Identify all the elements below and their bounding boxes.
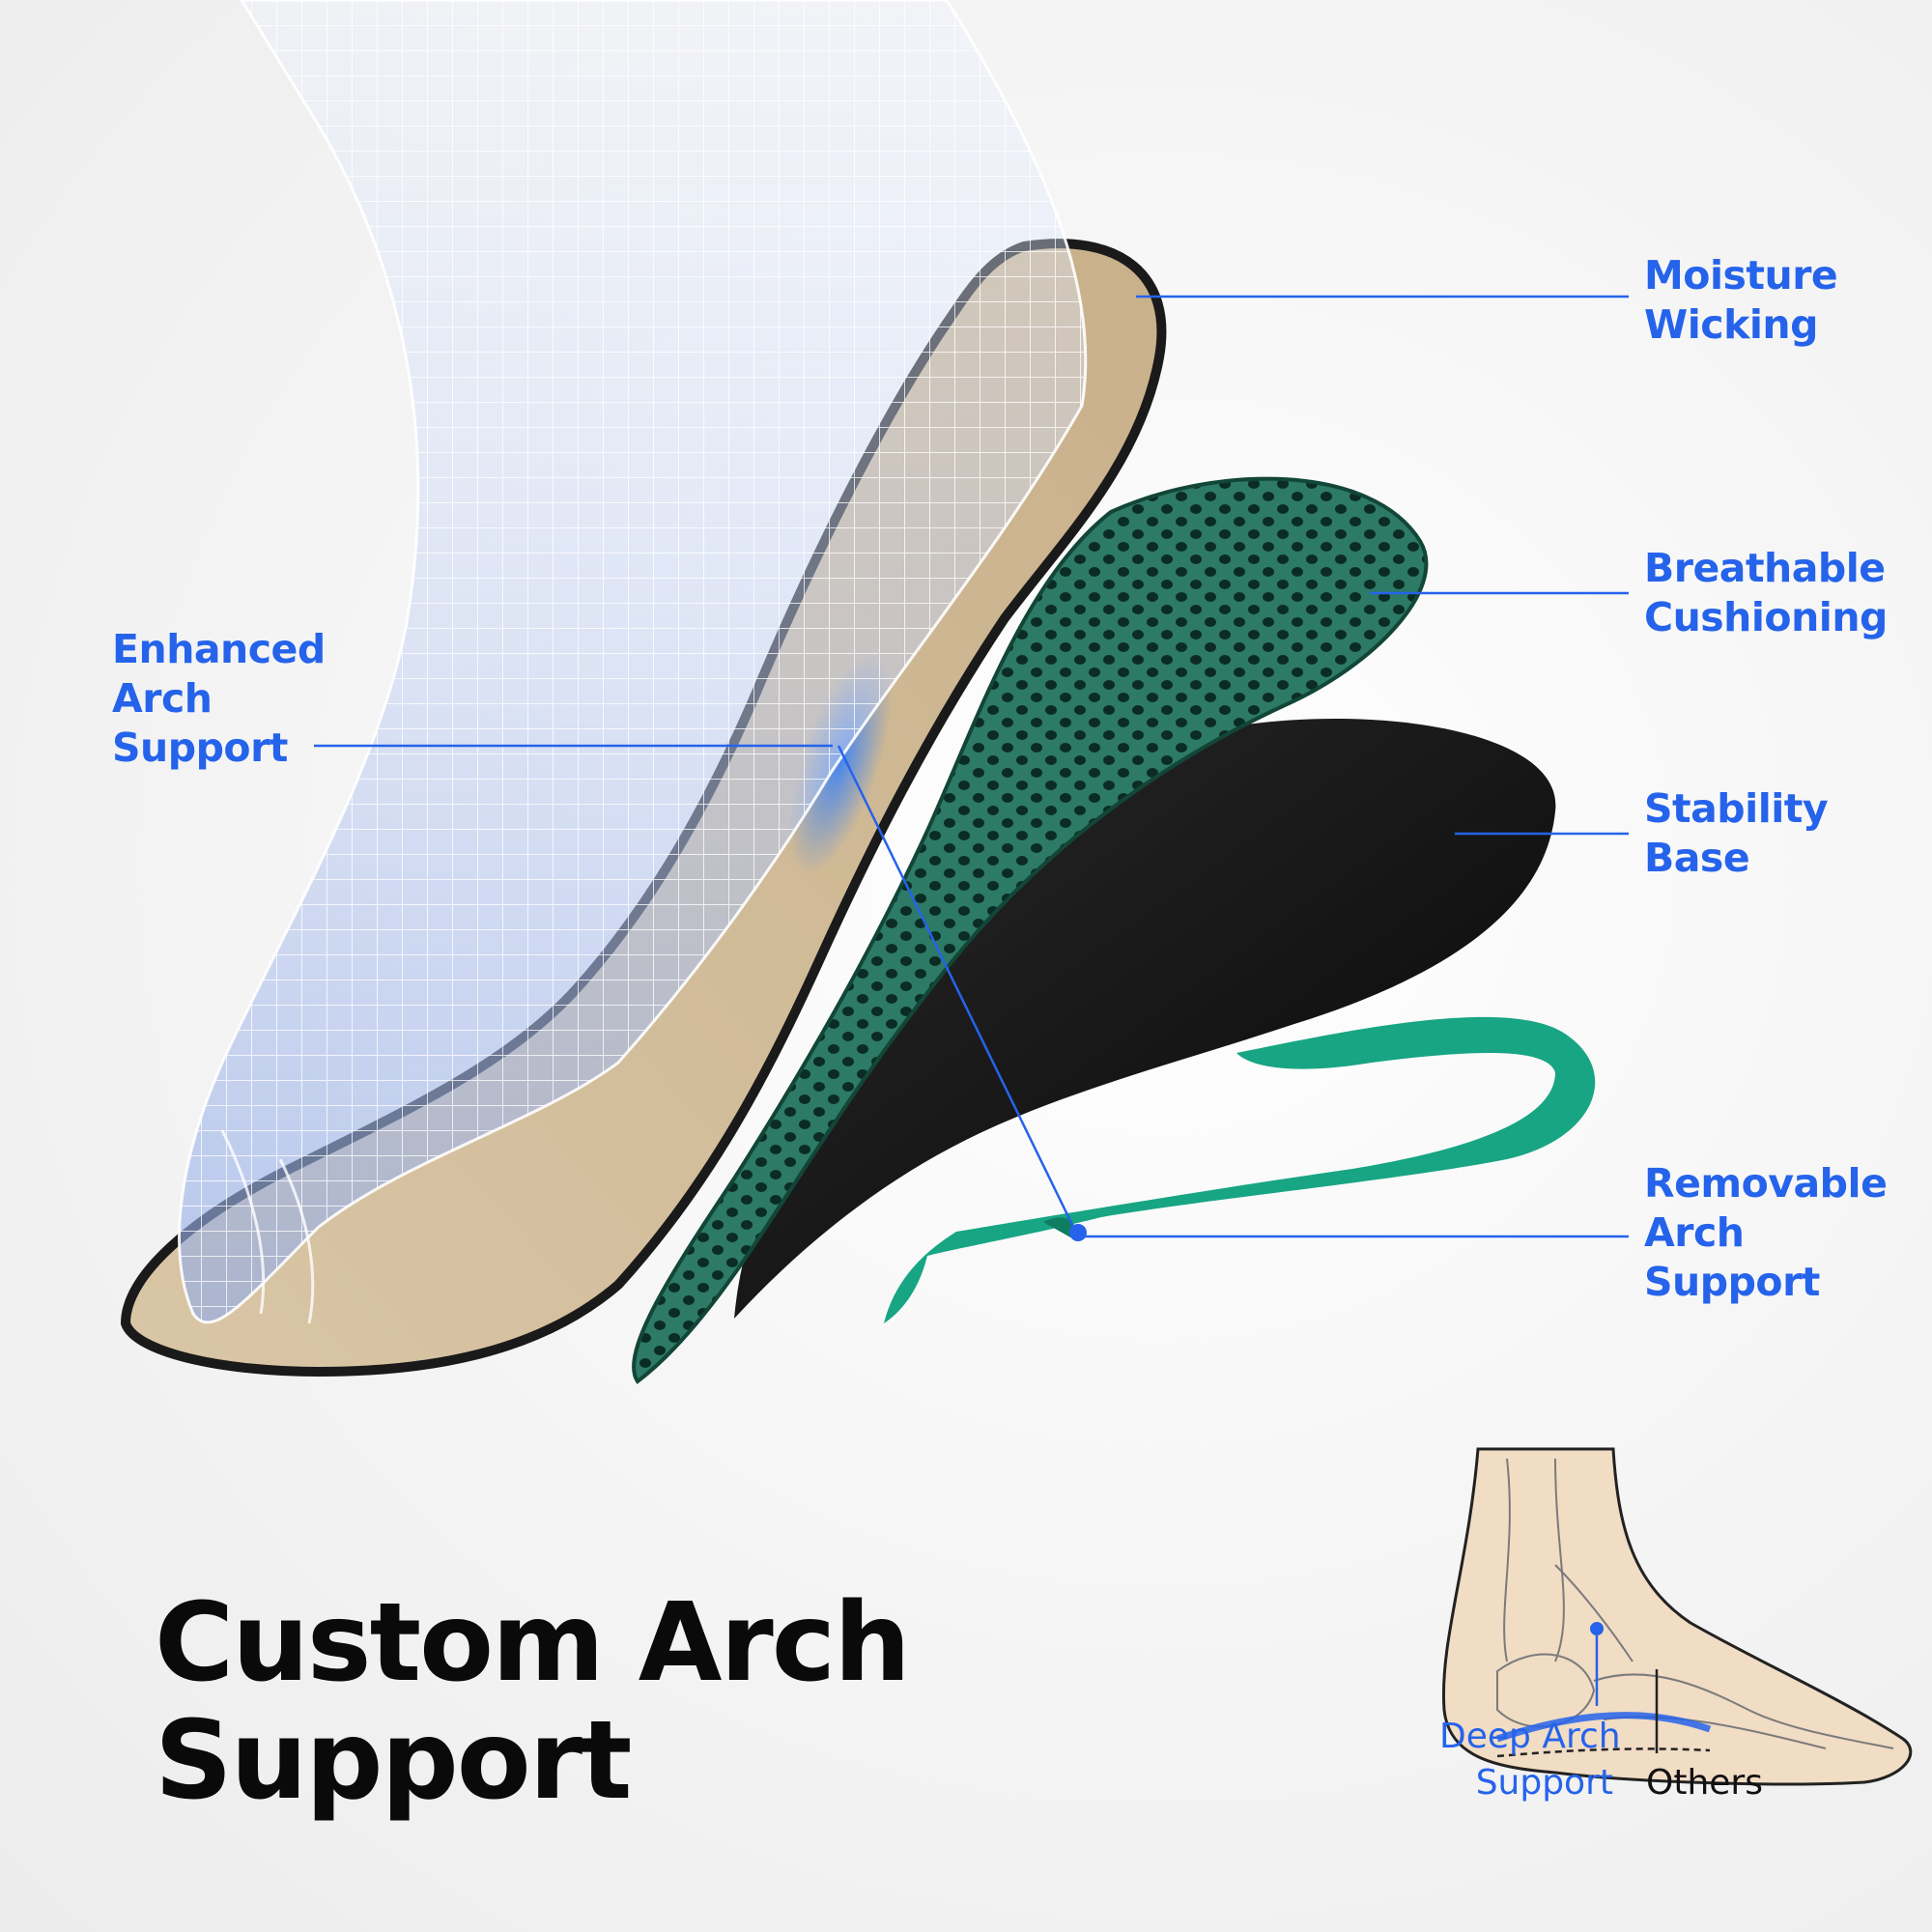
callout-enhanced-arch-support: Enhanced Arch Support xyxy=(112,626,326,771)
anatomy-inset xyxy=(1441,1447,1913,1786)
others-label: Others xyxy=(1646,1763,1763,1803)
stability-base-layer xyxy=(734,719,1556,1319)
callout-breathable-cushioning: Breathable Cushioning xyxy=(1644,545,1888,640)
headline: Custom Arch Support xyxy=(155,1580,911,1824)
removable-arch-insert xyxy=(884,1016,1596,1323)
callout-moisture-wicking: Moisture Wicking xyxy=(1644,252,1838,348)
callout-stability-base: Stability Base xyxy=(1644,785,1829,881)
callout-removable-arch-support: Removable Arch Support xyxy=(1644,1160,1888,1305)
breathable-cushioning-layer xyxy=(632,476,1429,1384)
deep-arch-support-label: Deep Arch Support xyxy=(1439,1717,1621,1803)
